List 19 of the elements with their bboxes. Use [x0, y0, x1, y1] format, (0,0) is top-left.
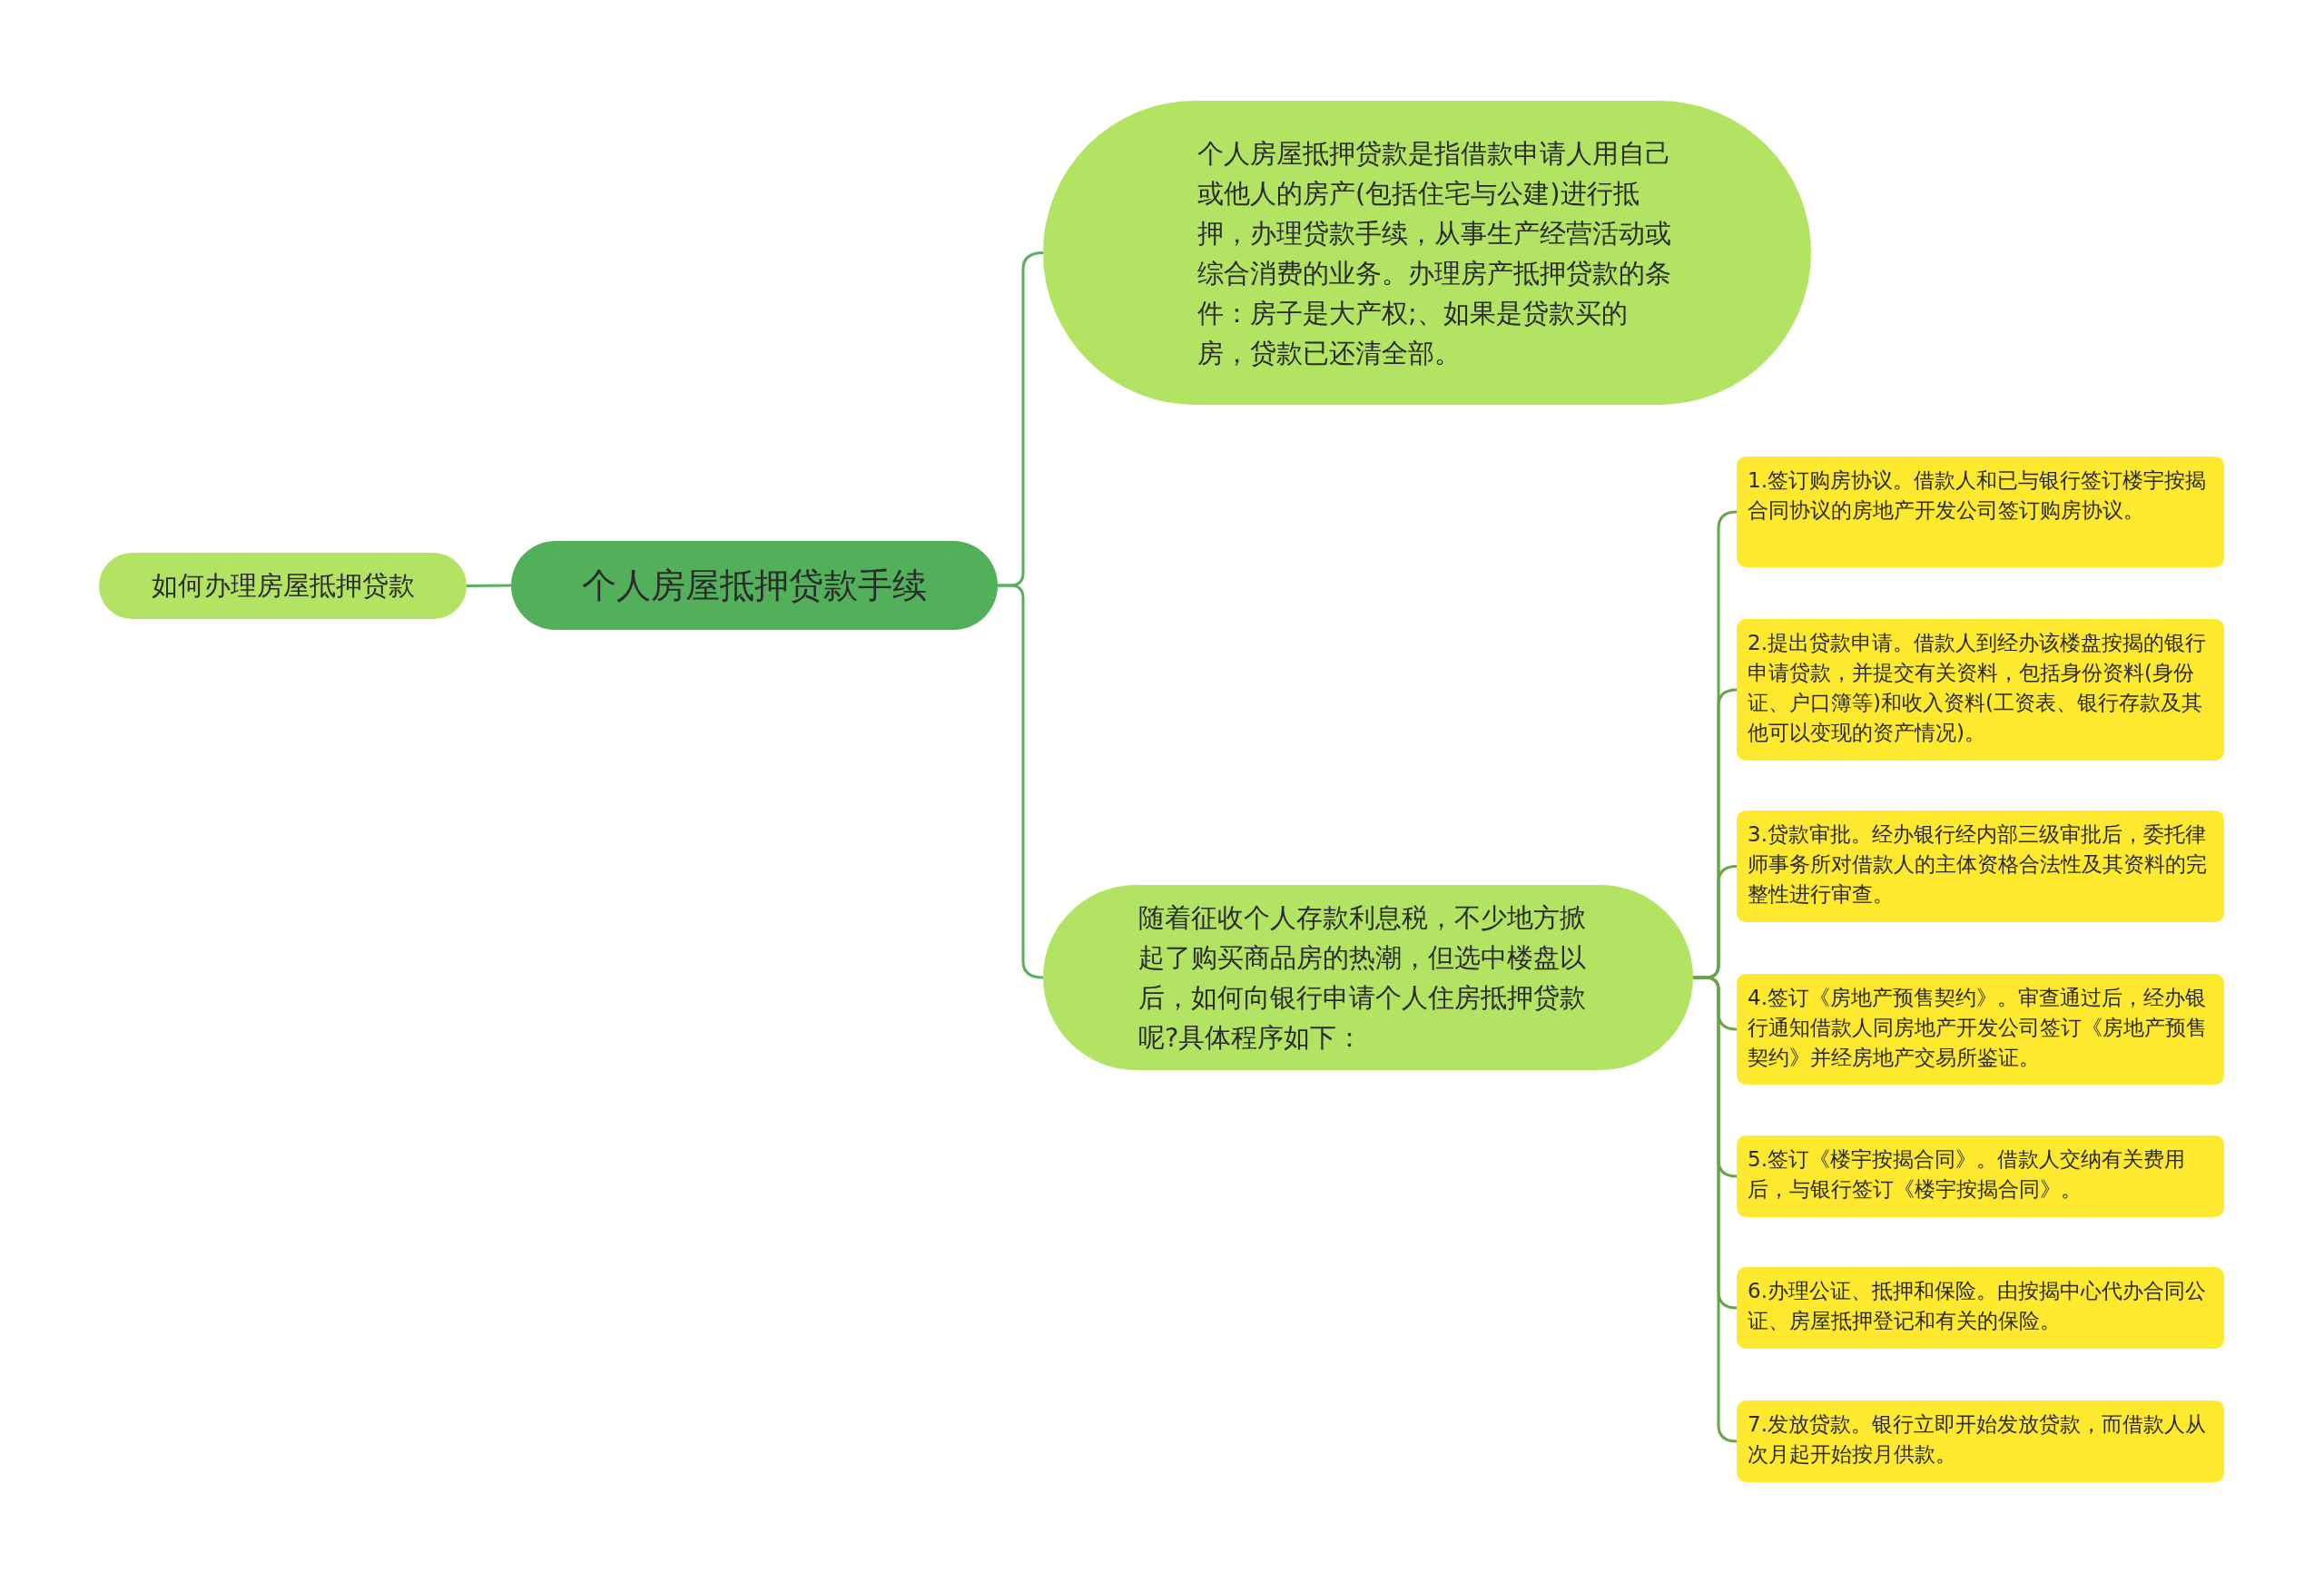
node-text: 个人房屋抵押贷款是指借款申请人用自己或他人的房产(包括住宅与公建)进行抵押，办理贷款手续，从事生产经营活动或综合消费的业务。办理房产抵押贷款的条件：房子是大产权;、如果是贷款买的房，贷款已还清全部。 [1197, 136, 1672, 370]
step-card [1737, 457, 2224, 567]
step-card [1737, 1135, 2224, 1217]
node-text: 1.签订购房协议。借款人和已与银行签订楼宇按揭合同协议的房地产开发公司签订购房协议。 [1748, 467, 2207, 524]
node-text: 如何办理房屋抵押贷款 [151, 568, 415, 603]
node-text: 5.签订《楼宇按揭合同》。借款人交纳有关费用后，与银行签订《楼宇按揭合同》。 [1748, 1146, 2186, 1203]
node-text: 2.提出贷款申请。借款人到经办该楼盘按揭的银行申请贷款，并提交有关资料，包括身份资料(身份证、户口簿等)和收入资料(工资表、银行存款及其他可以变现的资产情况)。 [1748, 630, 2207, 746]
step-card [1737, 811, 2224, 922]
step-card [1737, 619, 2224, 761]
step-card [1737, 1400, 2224, 1482]
node-text: 随着征收个人存款利息税，不少地方掀起了购买商品房的热潮，但选中楼盘以后，如何向银行申请个人住房抵押贷款呢?具体程序如下： [1138, 901, 1587, 1055]
node-text: 7.发放贷款。银行立即开始发放贷款，而借款人从次月起开始按月供款。 [1748, 1411, 2207, 1468]
node-text: 3.贷款审批。经办银行经内部三级审批后，委托律师事务所对借款人的主体资格合法性及其资料的完整性进行审查。 [1748, 821, 2208, 908]
node-text: 个人房屋抵押贷款手续 [582, 564, 927, 607]
connector-line [467, 584, 511, 587]
node-text: 6.办理公证、抵押和保险。由按揭中心代办合同公证、房屋抵押登记和有关的保险。 [1748, 1278, 2207, 1334]
step-card [1737, 1267, 2224, 1349]
node-text: 4.签订《房地产预售契约》。审查通过后，经办银行通知借款人同房地产开发公司签订《房地产预售契约》并经房地产交易所鉴证。 [1748, 985, 2208, 1071]
step-card [1737, 974, 2224, 1085]
